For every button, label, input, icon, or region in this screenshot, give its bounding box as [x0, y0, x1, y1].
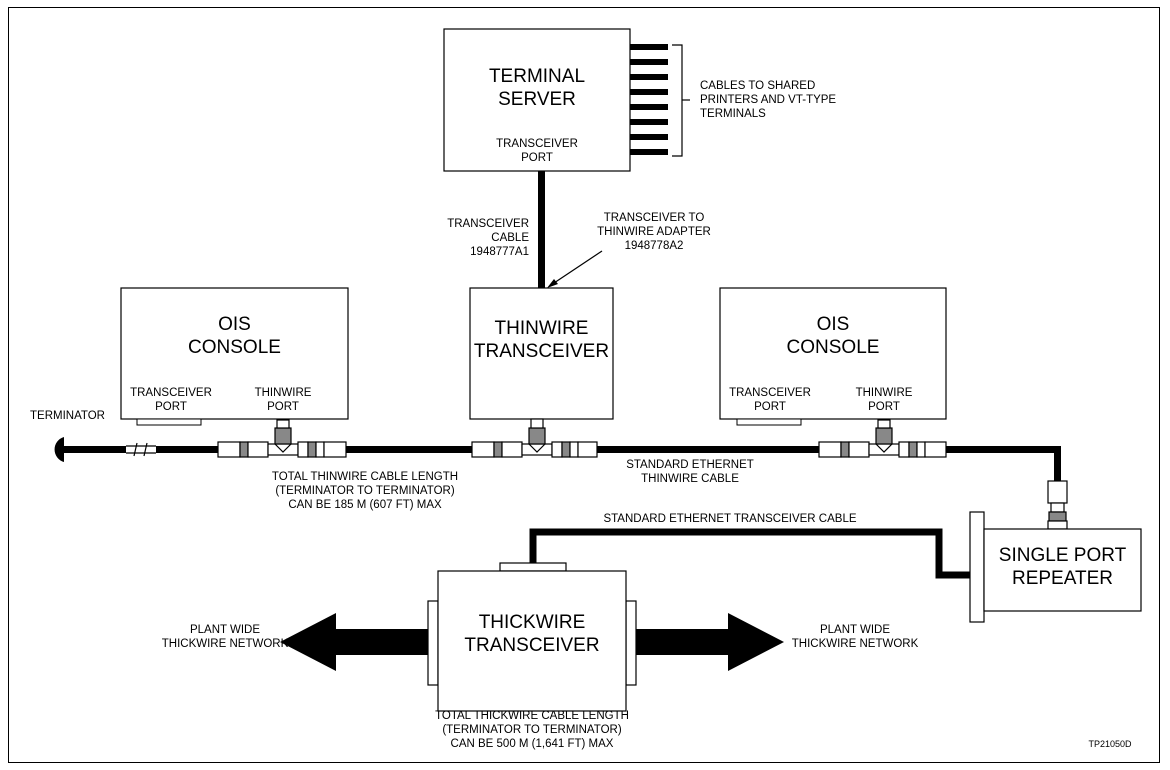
terminal-server-box: [443, 28, 631, 172]
thinwire-length-note: TOTAL THINWIRE CABLE LENGTH (TERMINATOR …: [271, 471, 459, 511]
transceiver-cable-label: TRANSCEIVER CABLE 1948777A1: [447, 218, 529, 258]
ois-left-transceiver-port: [136, 418, 202, 426]
terminal-server-cables: [630, 44, 668, 155]
plant-left-arrow: [280, 613, 428, 671]
terminal-server-port-label: TRANSCEIVER PORT: [496, 138, 578, 164]
terminator-shape: [54, 437, 64, 462]
tee-connector-middle: [471, 418, 598, 458]
repeater-port: [969, 511, 985, 623]
repeater-title: SINGLE PORT REPEATER: [998, 545, 1127, 589]
transceiver-cable-line: [538, 171, 545, 288]
terminal-server-title: TERMINAL SERVER: [488, 66, 586, 110]
thickwire-transceiver-title: THICKWIRE TRANSCEIVER: [464, 612, 600, 656]
cables-bracket: [672, 44, 683, 157]
cables-note: CABLES TO SHARED PRINTERS AND VT-TYPE TE…: [700, 80, 837, 120]
figure-id: TP21050D: [1088, 739, 1132, 749]
ois-right-transceiver-port: [736, 418, 802, 426]
thickwire-transceiver-box: [437, 570, 627, 712]
thickwire-left-port: [427, 600, 439, 686]
terminator-label: TERMINATOR: [30, 410, 105, 422]
adapter-note: TRANSCEIVER TO THINWIRE ADAPTER 1948778A…: [597, 212, 711, 252]
tee-connector-right: [818, 419, 947, 458]
plant-right-label: PLANT WIDE THICKWIRE NETWORK: [791, 624, 919, 650]
thickwire-top-port: [499, 562, 567, 572]
adapter-pointer: [550, 250, 603, 286]
ois-console-right-title: OIS CONSOLE: [786, 314, 880, 358]
plant-left-label: PLANT WIDE THICKWIRE NETWORK: [161, 624, 289, 650]
repeater-box: [983, 528, 1142, 612]
tee-connector-left: [217, 419, 347, 458]
ois-console-left-box: [120, 287, 349, 420]
thinwire-cable-line: [64, 446, 1061, 481]
cable-break: [126, 442, 156, 457]
std-transceiver-cable: [529, 528, 970, 579]
plant-right-arrow: [636, 613, 784, 671]
thinwire-transceiver-title: THINWIRE TRANSCEIVER: [473, 318, 610, 362]
thickwire-right-port: [625, 600, 637, 686]
ois-left-port2-label: THINWIRE PORT: [254, 387, 312, 413]
figure-frame: [8, 7, 1160, 763]
std-transceiver-cable-label: STANDARD ETHERNET TRANSCEIVER CABLE: [603, 513, 857, 525]
ois-left-port1-label: TRANSCEIVER PORT: [130, 387, 212, 413]
repeater-bnc-connector: [1047, 480, 1068, 530]
thinwire-cable-label: STANDARD ETHERNET THINWIRE CABLE: [626, 459, 754, 485]
thickwire-length-note: TOTAL THICKWIRE CABLE LENGTH (TERMINATOR…: [435, 710, 629, 750]
ois-right-port1-label: TRANSCEIVER PORT: [729, 387, 811, 413]
ois-console-left-title: OIS CONSOLE: [188, 314, 281, 358]
ois-right-port2-label: THINWIRE PORT: [855, 387, 913, 413]
ois-console-right-box: [719, 287, 947, 420]
